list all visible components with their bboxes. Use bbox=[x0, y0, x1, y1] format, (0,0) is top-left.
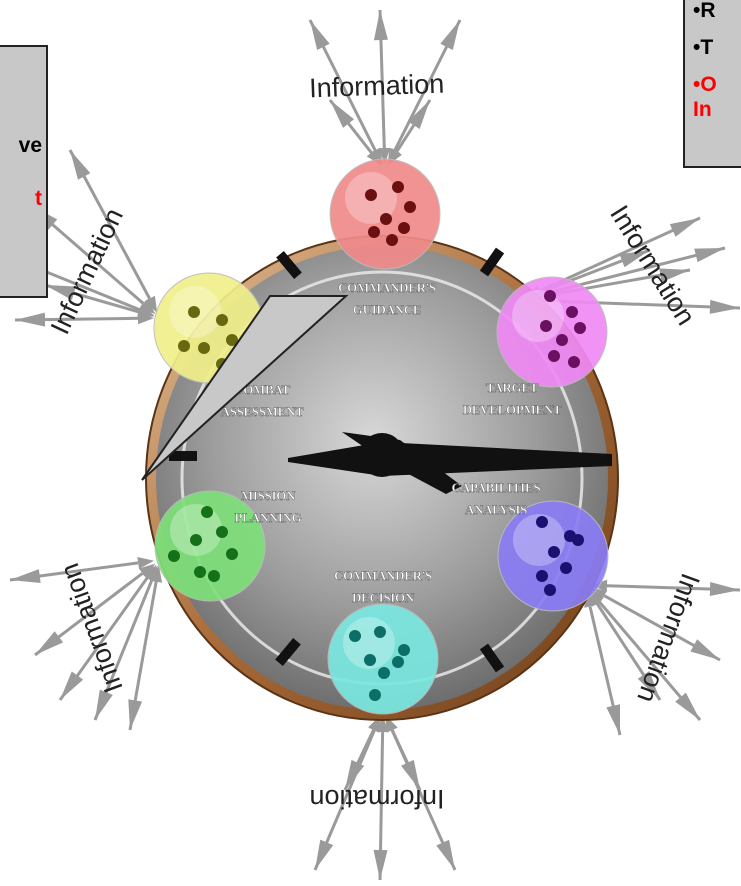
bubble-dot bbox=[556, 334, 568, 346]
bubble-dot bbox=[572, 534, 584, 546]
stage-bubble-capabilities bbox=[497, 500, 609, 612]
bubble-dot bbox=[560, 562, 572, 574]
left-callout-line-1: ve bbox=[18, 134, 42, 157]
bubble-dot bbox=[349, 630, 361, 642]
info-arrow-fan bbox=[9, 556, 163, 731]
stage-bubble-target bbox=[496, 276, 608, 388]
bubble-dot bbox=[365, 189, 377, 201]
bubble-dot bbox=[548, 350, 560, 362]
stage-bubble-guidance bbox=[329, 158, 441, 270]
right-callout-line-1: •R bbox=[693, 0, 716, 22]
left-callout-box: ve t bbox=[0, 45, 48, 298]
info-label-bottom-right: Information bbox=[631, 569, 705, 706]
info-label-top: Information bbox=[309, 69, 445, 104]
hour-tick bbox=[276, 251, 302, 279]
bubble-dot bbox=[374, 626, 386, 638]
bubble-dot bbox=[194, 566, 206, 578]
right-callout-line-3: •O bbox=[693, 73, 717, 96]
hour-tick bbox=[479, 247, 505, 277]
bubble-dot bbox=[574, 322, 586, 334]
stage-bubble-decision bbox=[327, 603, 439, 715]
bubble-dot bbox=[398, 222, 410, 234]
bubble-dot bbox=[226, 334, 238, 346]
bubble-dot bbox=[168, 550, 180, 562]
bubble-dot bbox=[178, 340, 190, 352]
bubble-dot bbox=[386, 234, 398, 246]
info-arrow-fan bbox=[313, 715, 457, 881]
callout-pointer bbox=[141, 295, 349, 481]
bubble-dot bbox=[392, 181, 404, 193]
info-label-top-right: Information bbox=[604, 200, 701, 330]
clock-hub bbox=[360, 433, 404, 477]
bubble-dot bbox=[364, 654, 376, 666]
bubble-dot bbox=[568, 356, 580, 368]
hour-tick bbox=[479, 643, 505, 673]
bubble-dot bbox=[540, 320, 552, 332]
right-callout-line-4: In bbox=[693, 98, 712, 121]
bubble-dot bbox=[198, 342, 210, 354]
info-label-bottom: Information bbox=[309, 784, 444, 814]
bubble-dot bbox=[190, 534, 202, 546]
bubble-dot bbox=[392, 656, 404, 668]
info-label-bottom-left: Information bbox=[54, 559, 128, 696]
left-callout-line-2: t bbox=[35, 187, 42, 210]
bubble-dot bbox=[536, 570, 548, 582]
bubble-dot bbox=[201, 506, 213, 518]
stage-bubble-mission bbox=[154, 490, 266, 602]
bubble-dot bbox=[369, 689, 381, 701]
stage-bubbles bbox=[153, 158, 609, 715]
bubble-dot bbox=[544, 584, 556, 596]
bubble-dot bbox=[188, 306, 200, 318]
bubble-dot bbox=[378, 667, 390, 679]
bubble-dot bbox=[548, 546, 560, 558]
bubble-dot bbox=[208, 570, 220, 582]
hour-tick bbox=[169, 451, 197, 461]
right-callout-box: •R •T •O In bbox=[683, 0, 741, 168]
bubble-dot bbox=[368, 226, 380, 238]
bubble-dot bbox=[216, 526, 228, 538]
hour-ticks bbox=[169, 247, 505, 673]
bubble-dot bbox=[536, 516, 548, 528]
hour-tick bbox=[275, 638, 301, 666]
bubble-dot bbox=[216, 314, 228, 326]
bubble-dot bbox=[398, 644, 410, 656]
right-callout-line-2: •T bbox=[693, 36, 714, 59]
bubble-dot bbox=[566, 306, 578, 318]
bubble-dot bbox=[380, 213, 392, 225]
bubble-dot bbox=[404, 201, 416, 213]
bubble-dot bbox=[544, 290, 556, 302]
bubble-dot bbox=[226, 548, 238, 560]
